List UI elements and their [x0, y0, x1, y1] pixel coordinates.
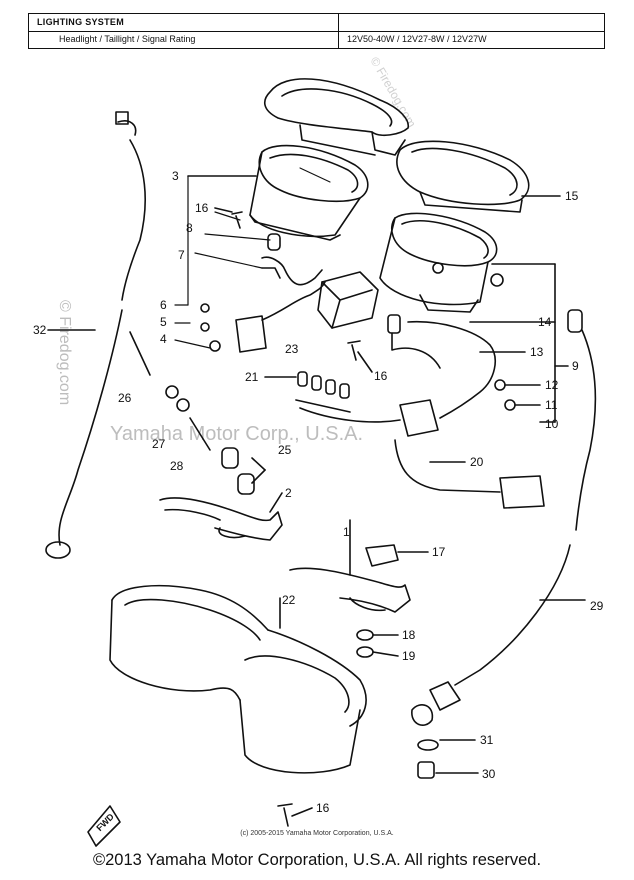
callout-2: 2 [285, 486, 292, 500]
meter-bracket-2 [159, 492, 283, 541]
callout-13: 13 [530, 345, 544, 359]
callout-16-top: 16 [195, 201, 209, 215]
small-parts-left [129, 331, 266, 495]
callout-29: 29 [590, 599, 604, 613]
callout-5: 5 [160, 315, 167, 329]
left-callout-bracket [174, 175, 271, 349]
callout-31: 31 [480, 733, 494, 747]
diagram-copyright: (c) 2005-2015 Yamaha Motor Corporation, … [240, 830, 394, 837]
screws [214, 207, 373, 827]
footer-copyright: ©2013 Yamaha Motor Corporation, U.S.A. A… [92, 851, 542, 869]
speedometer-cable [45, 111, 146, 559]
callout-16-bottom: 16 [316, 801, 330, 815]
watermark-tile: © Firedog.com [367, 55, 419, 130]
bulb-socket-7 [200, 233, 323, 352]
meter-cover-top [263, 78, 561, 213]
callout-8: 8 [186, 221, 193, 235]
meter-housing-22 [109, 584, 367, 774]
callout-18: 18 [402, 628, 416, 642]
watermark-side: © Firedog.com [56, 300, 73, 405]
callout-23: 23 [285, 342, 299, 356]
meter-bracket-1 [289, 519, 429, 613]
bulb-cluster-21 [264, 371, 401, 423]
callout-26: 26 [118, 391, 132, 405]
table-header: LIGHTING SYSTEM [37, 17, 125, 27]
callout-28: 28 [170, 459, 184, 473]
callout-6: 6 [160, 298, 167, 312]
callout-17: 17 [432, 545, 446, 559]
lighting-spec-table: LIGHTING SYSTEM Headlight / Taillight / … [28, 13, 605, 49]
speedometer-assembly [187, 144, 369, 241]
callout-32: 32 [33, 323, 47, 337]
callout-1: 1 [343, 525, 350, 539]
callout-9: 9 [572, 359, 579, 373]
callout-22: 22 [282, 593, 296, 607]
table-header-row: LIGHTING SYSTEM [29, 14, 604, 32]
nuts-18-19 [356, 629, 399, 658]
callout-7: 7 [178, 248, 185, 262]
callout-10: 10 [545, 417, 559, 431]
wiring-harness-right [387, 314, 556, 437]
table-row-value: 12V50-40W / 12V27-8W / 12V27W [347, 34, 487, 44]
callout-21: 21 [245, 370, 259, 384]
watermark-main: Yamaha Motor Corp., U.S.A. [110, 423, 363, 445]
callout-14: 14 [538, 315, 552, 329]
callout-25: 25 [278, 443, 292, 457]
parts-30-31 [417, 739, 479, 779]
tachometer-assembly [379, 212, 569, 423]
callout-27: 27 [152, 437, 166, 451]
callout-11: 11 [545, 398, 558, 412]
table-row-label: Headlight / Taillight / Signal Rating [59, 34, 196, 44]
callout-19: 19 [402, 649, 416, 663]
callout-20: 20 [470, 455, 484, 469]
connector-block-23 [235, 271, 379, 353]
callout-15: 15 [565, 189, 579, 203]
callout-12: 12 [545, 378, 559, 392]
tach-cable-29 [411, 309, 597, 726]
fwd-arrow-icon: FWD [87, 805, 121, 847]
main-harness-20 [394, 439, 545, 509]
callout-3: 3 [172, 169, 179, 183]
callout-4: 4 [160, 332, 167, 346]
callout-16-mid: 16 [374, 369, 388, 383]
callout-30: 30 [482, 767, 496, 781]
table-data-row: Headlight / Taillight / Signal Rating 12… [29, 31, 604, 48]
